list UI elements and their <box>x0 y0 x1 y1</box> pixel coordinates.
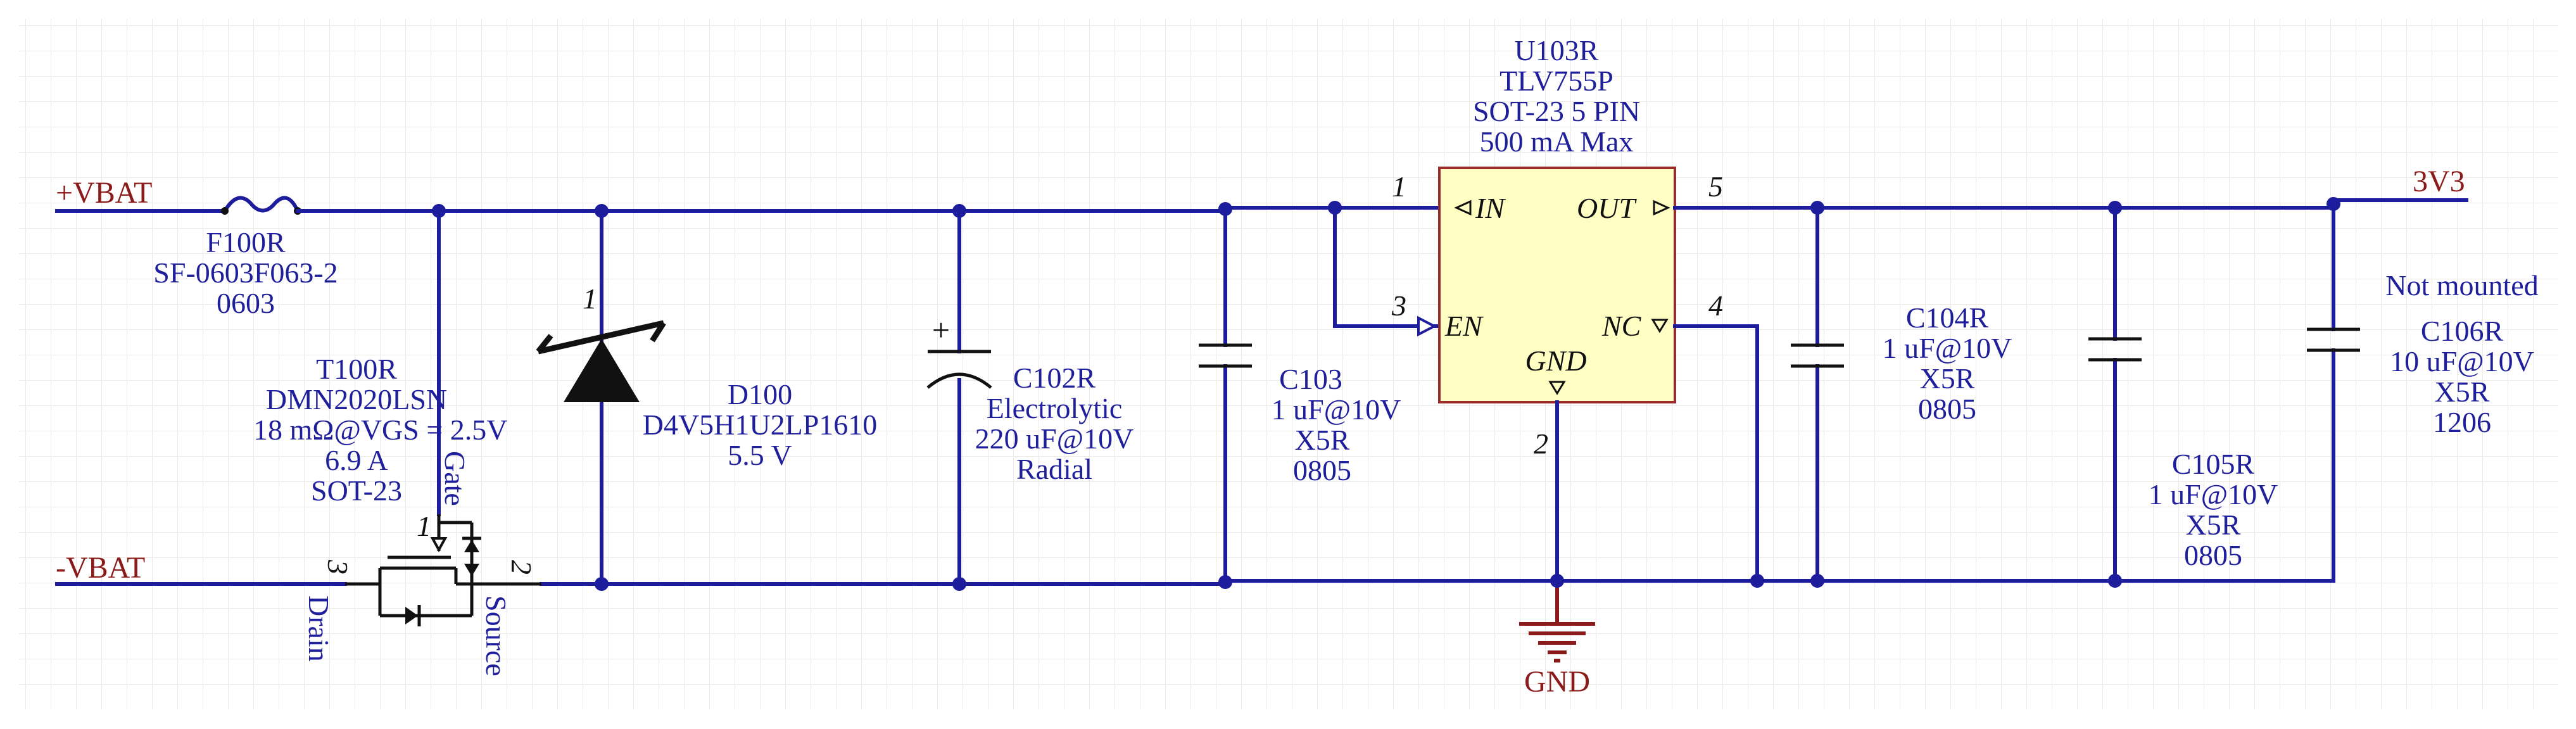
mosfet-pin2: 2 <box>505 560 538 574</box>
c105-package: 0805 <box>2184 539 2242 571</box>
grid <box>19 19 2558 709</box>
junction-c106-top <box>2327 197 2340 211</box>
c106-package: 1206 <box>2433 406 2491 438</box>
c105-dielectric: X5R <box>2186 509 2241 541</box>
mosfet-rds: 18 mΩ@VGS = 2.5V <box>253 414 508 446</box>
regulator-pin5: 5 <box>1708 170 1723 203</box>
fuse-package: 0603 <box>217 287 275 319</box>
regulator-body <box>1438 167 1676 403</box>
junction-diode-bottom <box>595 577 609 591</box>
en-arrow <box>1417 315 1437 337</box>
regulator-pin-out-label: OUT <box>1577 192 1637 224</box>
regulator-pin-gnd-label: GND <box>1525 345 1586 377</box>
c106-ref: C106R <box>2421 315 2504 347</box>
mosfet-pin-gate-label: Gate <box>439 451 471 506</box>
c104-ref: C104R <box>1906 301 1989 334</box>
c104-dielectric: X5R <box>1920 362 1975 395</box>
regulator-pin-en-label: EN <box>1444 310 1484 342</box>
c102-plate-neg <box>926 372 992 389</box>
mosfet-pin1: 1 <box>417 510 431 542</box>
junction-c105-bottom <box>2108 574 2122 588</box>
junction-c102-top <box>952 204 966 218</box>
regulator-pin-out-arrow <box>1653 200 1670 216</box>
c104-value: 1 uF@10V <box>1883 332 2012 364</box>
junction-nc <box>1750 574 1764 588</box>
net-label-gnd: GND <box>1524 665 1590 699</box>
c102-value: 220 uF@10V <box>975 422 1134 455</box>
c106-dielectric: X5R <box>2435 376 2490 408</box>
diode-ref: D100 <box>728 378 792 410</box>
regulator-ref: U103R <box>1515 34 1599 67</box>
regulator-part: TLV755P <box>1500 65 1613 97</box>
junction-regulator-gnd <box>1550 574 1564 588</box>
junction-mosfet-gate <box>432 204 446 218</box>
c102-ref: C102R <box>1013 362 1096 394</box>
regulator-pin1: 1 <box>1392 170 1406 203</box>
mosfet-part: DMN2020LSN <box>266 383 447 415</box>
fuse-ref: F100R <box>206 226 286 258</box>
junction-c104-bottom <box>1810 574 1824 588</box>
junction-diode-top <box>595 204 609 218</box>
diode-pin1: 1 <box>583 282 597 315</box>
c103-ref: C103 <box>1279 363 1342 395</box>
gnd-symbol <box>1519 622 1595 662</box>
mosfet-package: SOT-23 <box>311 474 402 507</box>
c103-dielectric: X5R <box>1295 424 1350 456</box>
mosfet-pin3: 3 <box>322 559 354 574</box>
c106-note: Not mounted <box>2385 269 2538 301</box>
regulator-pin-nc-arrow <box>1651 319 1669 333</box>
regulator-pin2: 2 <box>1534 428 1548 460</box>
mosfet-symbol <box>345 514 541 626</box>
fuse-pin-a <box>221 207 229 215</box>
junction-c103-bottom <box>1218 575 1232 589</box>
diode-part: D4V5H1U2LP1610 <box>643 409 878 441</box>
c106-value: 10 uF@10V <box>2390 345 2534 377</box>
c103-package: 0805 <box>1293 454 1351 486</box>
regulator-package: SOT-23 5 PIN <box>1473 95 1640 127</box>
regulator-pin4: 4 <box>1708 289 1723 322</box>
c104-package: 0805 <box>1918 393 1976 425</box>
mosfet-pin-drain-label: Drain <box>303 595 335 662</box>
fuse-part: SF-0603F063-2 <box>153 257 338 289</box>
fuse-symbol <box>223 196 300 213</box>
regulator-pin-in-arrow <box>1454 200 1472 216</box>
regulator-pin-in-label: IN <box>1475 192 1506 224</box>
c102-polarity: + <box>932 312 950 348</box>
net-label-3v3: 3V3 <box>2413 165 2465 198</box>
mosfet-ref: T100R <box>316 353 397 385</box>
regulator-pin-gnd-arrow <box>1548 381 1566 395</box>
net-label-vbat-neg: -VBAT <box>56 551 145 585</box>
mosfet-pin-source-label: Source <box>480 595 512 676</box>
mosfet-current: 6.9 A <box>325 444 388 476</box>
junction-c103-top <box>1218 202 1232 216</box>
c102-type: Electrolytic <box>987 392 1123 424</box>
regulator-pin-nc-label: NC <box>1601 310 1642 342</box>
c105-value: 1 uF@10V <box>2149 478 2278 510</box>
junction-c104-top <box>1810 201 1824 215</box>
diode-symbol <box>536 320 666 402</box>
junction-c102-bottom <box>952 577 966 591</box>
c103-value: 1 uF@10V <box>1272 393 1401 426</box>
net-label-vbat-pos: +VBAT <box>56 176 152 210</box>
c102-package: Radial <box>1016 453 1092 485</box>
junction-en-tie <box>1328 201 1342 215</box>
diode-voltage: 5.5 V <box>728 439 792 471</box>
junction-c105-top <box>2108 201 2122 215</box>
regulator-pin3: 3 <box>1391 289 1406 322</box>
c105-ref: C105R <box>2172 448 2255 480</box>
regulator-rating: 500 mA Max <box>1480 125 1634 158</box>
